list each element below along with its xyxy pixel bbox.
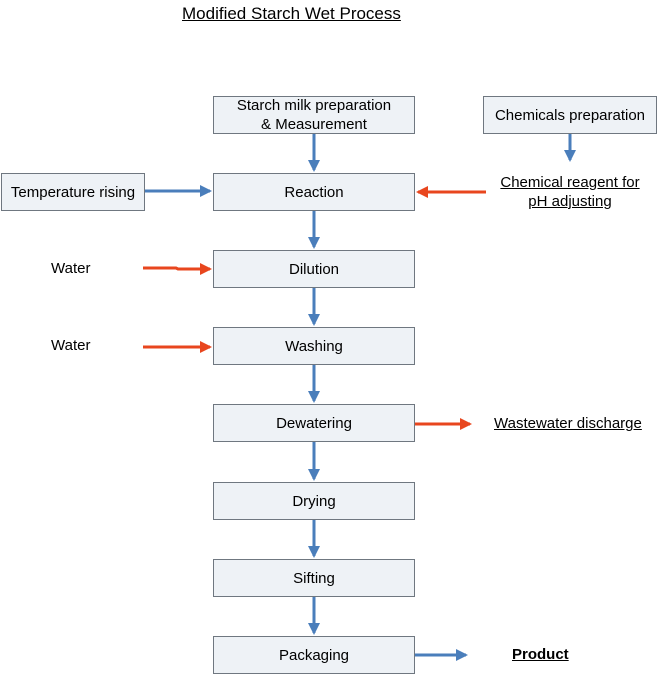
temperature-rising-label: Temperature rising (10, 183, 136, 201)
step-reaction-label: Reaction (284, 183, 344, 201)
water-input-dilution-label: Water (51, 260, 91, 277)
step-packaging-label: Packaging (278, 646, 350, 664)
step-drying: Drying (213, 482, 415, 520)
temperature-rising-box: Temperature rising (1, 173, 145, 211)
step-dewatering-label: Dewatering (276, 414, 352, 432)
step-starch-milk-line2: & Measurement (261, 116, 367, 133)
step-packaging: Packaging (213, 636, 415, 674)
step-sifting-label: Sifting (293, 569, 335, 587)
diagram-title: Modified Starch Wet Process (182, 4, 401, 23)
arrow-water-to-dilution (143, 263, 212, 275)
step-reaction: Reaction (213, 173, 415, 211)
product-label: Product (512, 646, 569, 663)
step-washing-label: Washing (285, 337, 343, 355)
step-washing: Washing (213, 327, 415, 365)
water-input-washing-label: Water (51, 337, 91, 354)
chemical-reagent-label: Chemical reagent for pH adjusting (488, 173, 652, 211)
step-dewatering: Dewatering (213, 404, 415, 442)
step-starch-milk-preparation: Starch milk preparation & Measurement (213, 96, 415, 134)
chemical-reagent-line1: Chemical reagent for (500, 174, 640, 191)
step-drying-label: Drying (292, 492, 336, 510)
step-sifting: Sifting (213, 559, 415, 597)
wastewater-discharge-label: Wastewater discharge (494, 415, 642, 432)
chemical-reagent-line2: pH adjusting (528, 193, 612, 210)
chemicals-preparation-label: Chemicals preparation (494, 106, 646, 124)
step-dilution: Dilution (213, 250, 415, 288)
step-starch-milk-line1: Starch milk preparation (236, 97, 392, 114)
step-dilution-label: Dilution (288, 260, 340, 278)
chemicals-preparation-box: Chemicals preparation (483, 96, 657, 134)
